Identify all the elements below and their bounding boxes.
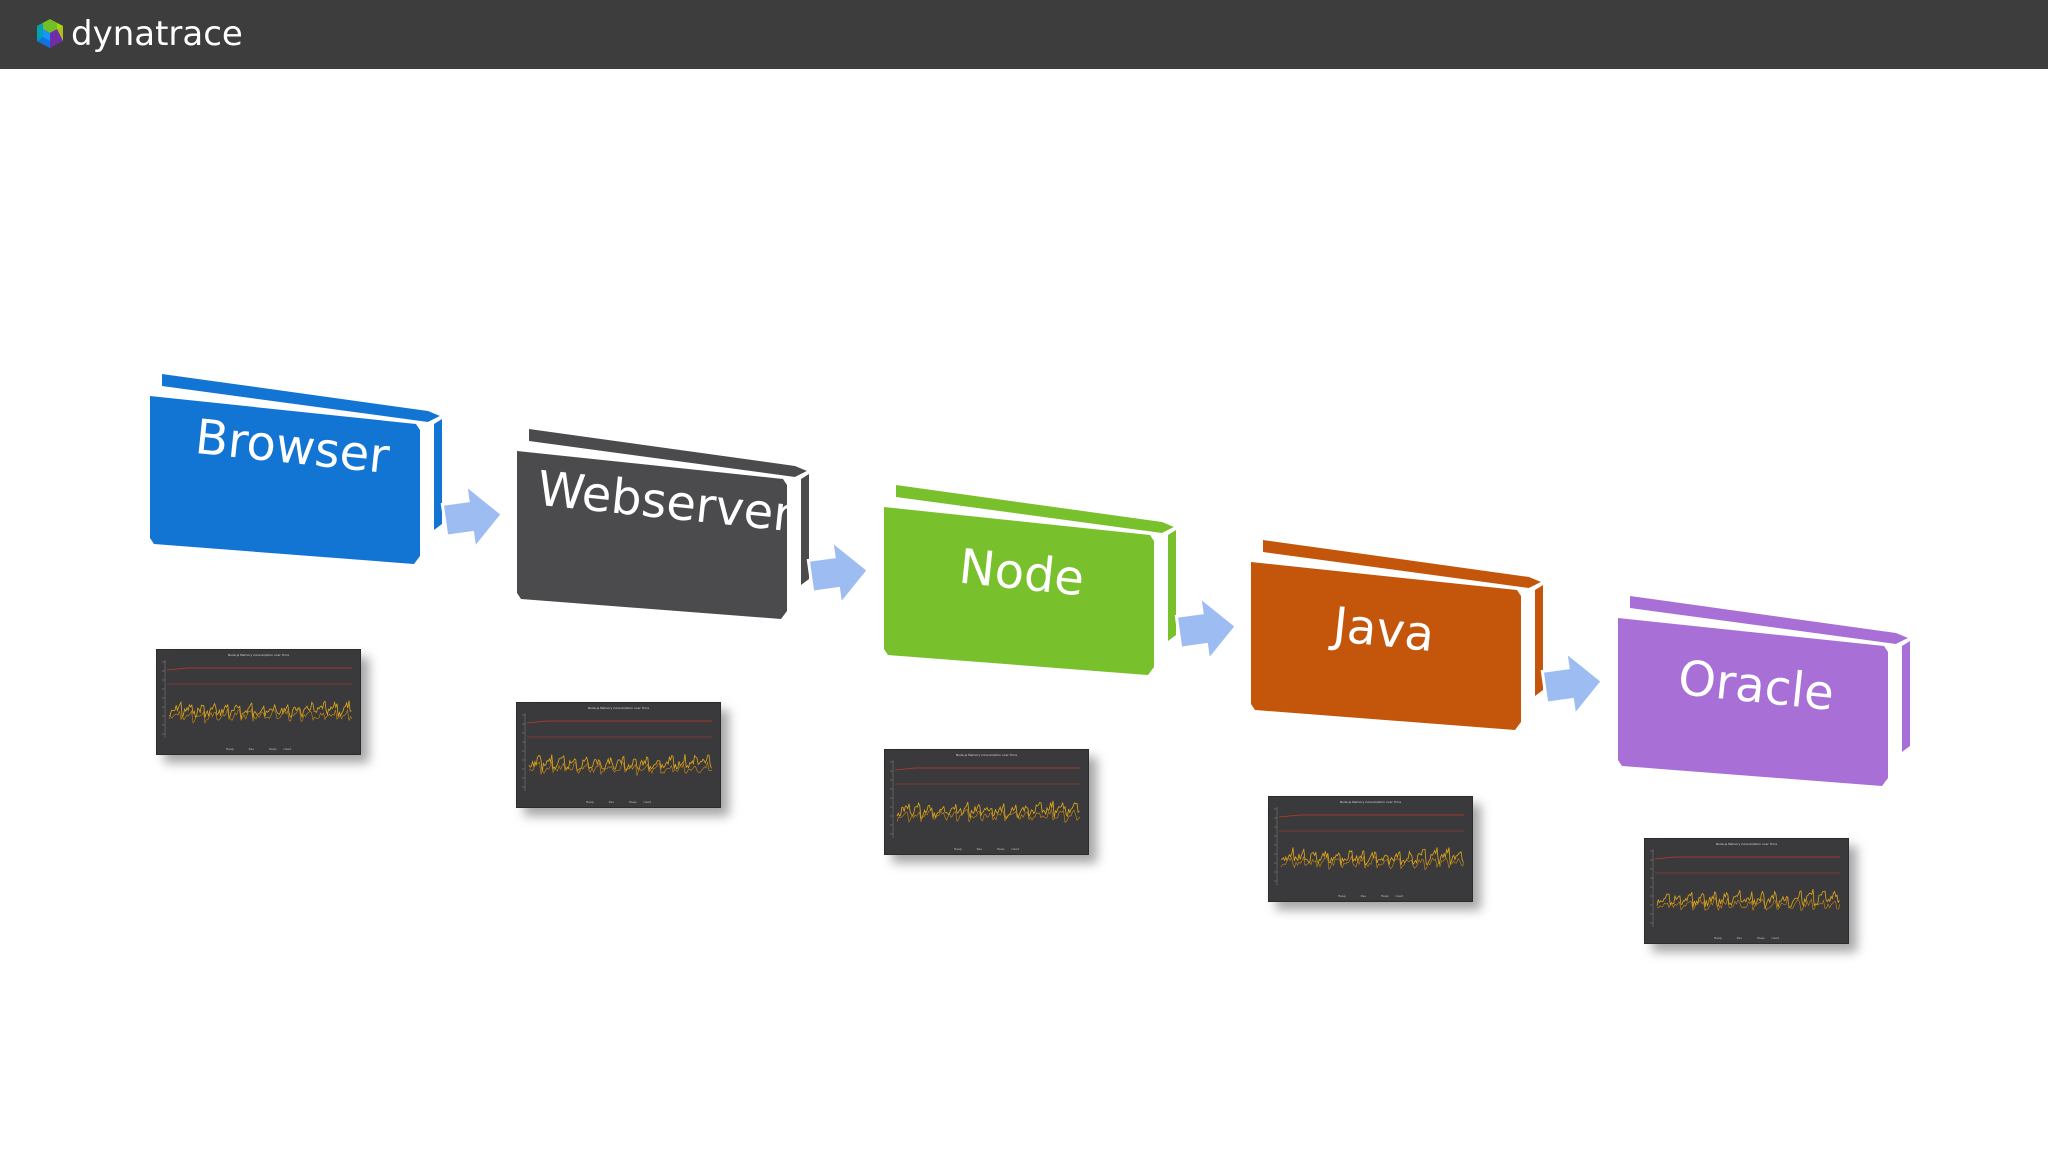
node-java: Java	[1251, 540, 1551, 770]
node-oracle: Oracle	[1618, 596, 1918, 826]
node-box-shape	[1251, 540, 1543, 730]
node-label: Java	[1330, 596, 1438, 664]
right-arrow-icon	[1174, 593, 1239, 665]
diagram-canvas: Browser Webserver Node	[0, 69, 2048, 1152]
thumbnail-title: Node.js Memory Consumption over Time	[227, 653, 290, 657]
brand-logo[interactable]: dynatrace	[33, 14, 243, 54]
node-box-shape	[517, 429, 809, 619]
chart-thumbnail[interactable]: Node.js Memory Consumption over Time Hea…	[1268, 796, 1473, 902]
thumbnail-legend: Heap · Rss · Heap Used	[585, 800, 652, 804]
thumbnail-title: Node.js Memory Consumption over Time	[1715, 842, 1778, 846]
thumbnail-chart-graphic	[1274, 807, 1465, 885]
right-arrow-icon	[1540, 648, 1605, 720]
brand-name: dynatrace	[71, 14, 243, 54]
right-arrow-icon	[806, 537, 871, 609]
chart-thumbnail[interactable]: Node.js Memory Consumption over Time Hea…	[1644, 838, 1849, 944]
node-browser: Browser	[150, 374, 450, 604]
node-node: Node	[884, 485, 1184, 715]
thumbnail-legend: Heap · Rss · Heap Used	[1713, 936, 1780, 940]
thumbnail-legend: Heap · Rss · Heap Used	[225, 747, 292, 751]
thumbnail-legend: Heap · Rss · Heap Used	[1337, 894, 1404, 898]
chart-thumbnail[interactable]: Node.js Memory Consumption over Time Hea…	[516, 702, 721, 808]
thumbnail-title: Node.js Memory Consumption over Time	[955, 753, 1018, 757]
node-box-shape	[884, 485, 1176, 675]
thumbnail-chart-graphic	[1650, 849, 1841, 927]
thumbnail-chart-graphic	[890, 760, 1081, 838]
right-arrow-icon	[440, 481, 505, 553]
top-bar: dynatrace	[0, 0, 2048, 69]
chart-thumbnail[interactable]: Node.js Memory Consumption over Time Hea…	[884, 749, 1089, 855]
node-webserver: Webserver	[517, 429, 817, 659]
thumbnail-chart-graphic	[162, 660, 353, 738]
node-box-shape	[150, 374, 442, 564]
node-box-shape	[1618, 596, 1910, 786]
thumbnail-title: Node.js Memory Consumption over Time	[1339, 800, 1402, 804]
thumbnail-title: Node.js Memory Consumption over Time	[587, 706, 650, 710]
thumbnail-chart-graphic	[522, 713, 713, 791]
thumbnail-legend: Heap · Rss · Heap Used	[953, 847, 1020, 851]
dynatrace-logo-icon	[37, 19, 63, 48]
chart-thumbnail[interactable]: Node.js Memory Consumption over Time Hea…	[156, 649, 361, 755]
